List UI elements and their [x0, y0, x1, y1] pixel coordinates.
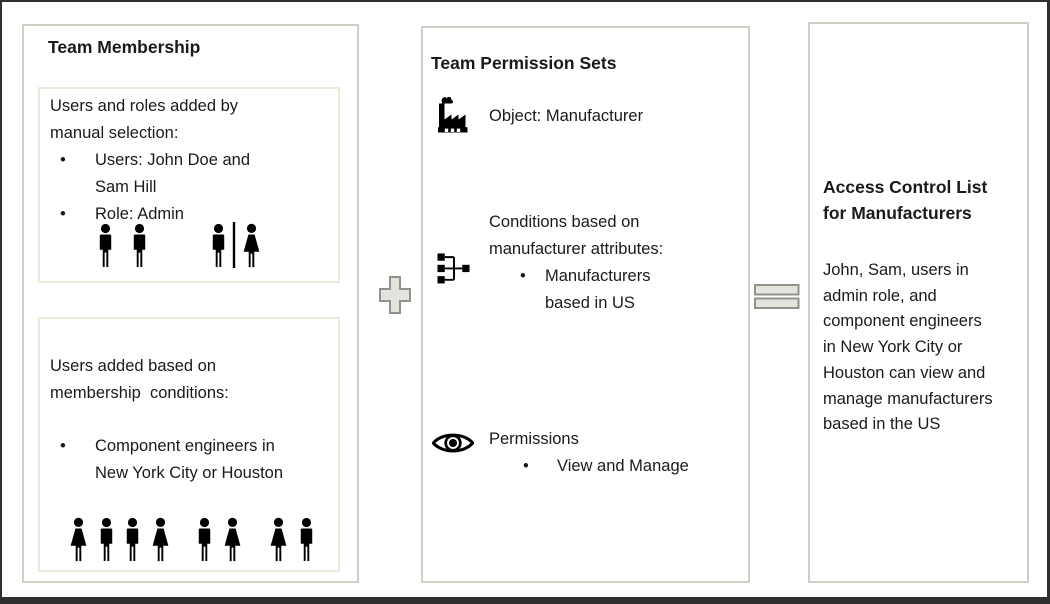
bullet-icon: • [523, 457, 529, 475]
team-membership-panel: Team Membership Users and roles added by… [22, 24, 359, 583]
plus-icon [379, 276, 411, 314]
person-icon-group [66, 517, 173, 562]
conditions-intro: Users added based on membership conditio… [50, 357, 229, 402]
permissions-row: Permissions • View and Manage [489, 426, 689, 480]
woman-icon [70, 517, 87, 562]
conditions-row-bullet-text: Manufacturers based in US [545, 267, 651, 312]
condition-users-icons [66, 517, 317, 562]
manual-bullet-role-text: Role: Admin [95, 205, 184, 223]
equals-icon [754, 284, 800, 310]
object-row: Object: Manufacturer [489, 103, 643, 130]
man-icon [100, 517, 113, 561]
access-control-list-title: Access Control List for Manufacturers [823, 177, 988, 223]
permissions-row-bullet: • View and Manage [489, 453, 689, 480]
access-control-list-panel: Access Control List for Manufacturers Jo… [808, 22, 1029, 583]
man-icon [126, 517, 139, 561]
manual-users-icons [95, 222, 264, 268]
conditions-row-bullet: • Manufacturers based in US [489, 263, 663, 317]
permissions-row-bullet-text: View and Manage [557, 457, 689, 475]
manual-bullet-users: • Users: John Doe and Sam Hill [50, 147, 328, 201]
man-icon [212, 223, 225, 267]
person-icon-group [194, 517, 245, 562]
factory-icon [434, 94, 472, 134]
hierarchy-icon [437, 252, 470, 285]
manual-bullet-role: • Role: Admin [50, 201, 328, 228]
person-icon-group [208, 222, 264, 268]
person-icon-group [95, 223, 150, 268]
manual-selection-box: Users and roles added by manual selectio… [38, 87, 340, 283]
permissions-label: Permissions [489, 430, 579, 448]
conditions-bullet: • Component engineers in New York City o… [50, 433, 328, 487]
team-permission-sets-panel: Team Permission Sets Object: Manufacture… [421, 26, 750, 583]
man-icon [198, 517, 211, 561]
woman-icon [270, 517, 287, 562]
man-icon [300, 517, 313, 561]
membership-conditions-box: Users added based on membership conditio… [38, 317, 340, 572]
man-icon [133, 223, 146, 267]
bullet-icon: • [520, 267, 526, 285]
team-permission-sets-title: Team Permission Sets [431, 53, 617, 73]
divider-icon [232, 222, 236, 268]
conditions-row: Conditions based on manufacturer attribu… [489, 209, 663, 317]
conditions-bullet-text: Component engineers in New York City or … [95, 437, 284, 482]
bullet-icon: • [60, 437, 66, 455]
manual-bullet-users-text: Users: John Doe and Sam Hill [95, 151, 251, 196]
woman-icon [224, 517, 241, 562]
man-icon [99, 223, 112, 267]
bullet-icon: • [60, 151, 66, 169]
manual-selection-intro: Users and roles added by manual selectio… [50, 97, 239, 142]
eye-icon [432, 428, 474, 458]
conditions-label: Conditions based on manufacturer attribu… [489, 213, 664, 258]
object-label: Object: Manufacturer [489, 107, 644, 125]
team-membership-title: Team Membership [48, 37, 201, 57]
woman-icon [243, 223, 260, 268]
person-icon-group [266, 517, 317, 562]
woman-icon [152, 517, 169, 562]
access-control-list-body: John, Sam, users in admin role, and comp… [823, 261, 993, 434]
bullet-icon: • [60, 205, 66, 223]
